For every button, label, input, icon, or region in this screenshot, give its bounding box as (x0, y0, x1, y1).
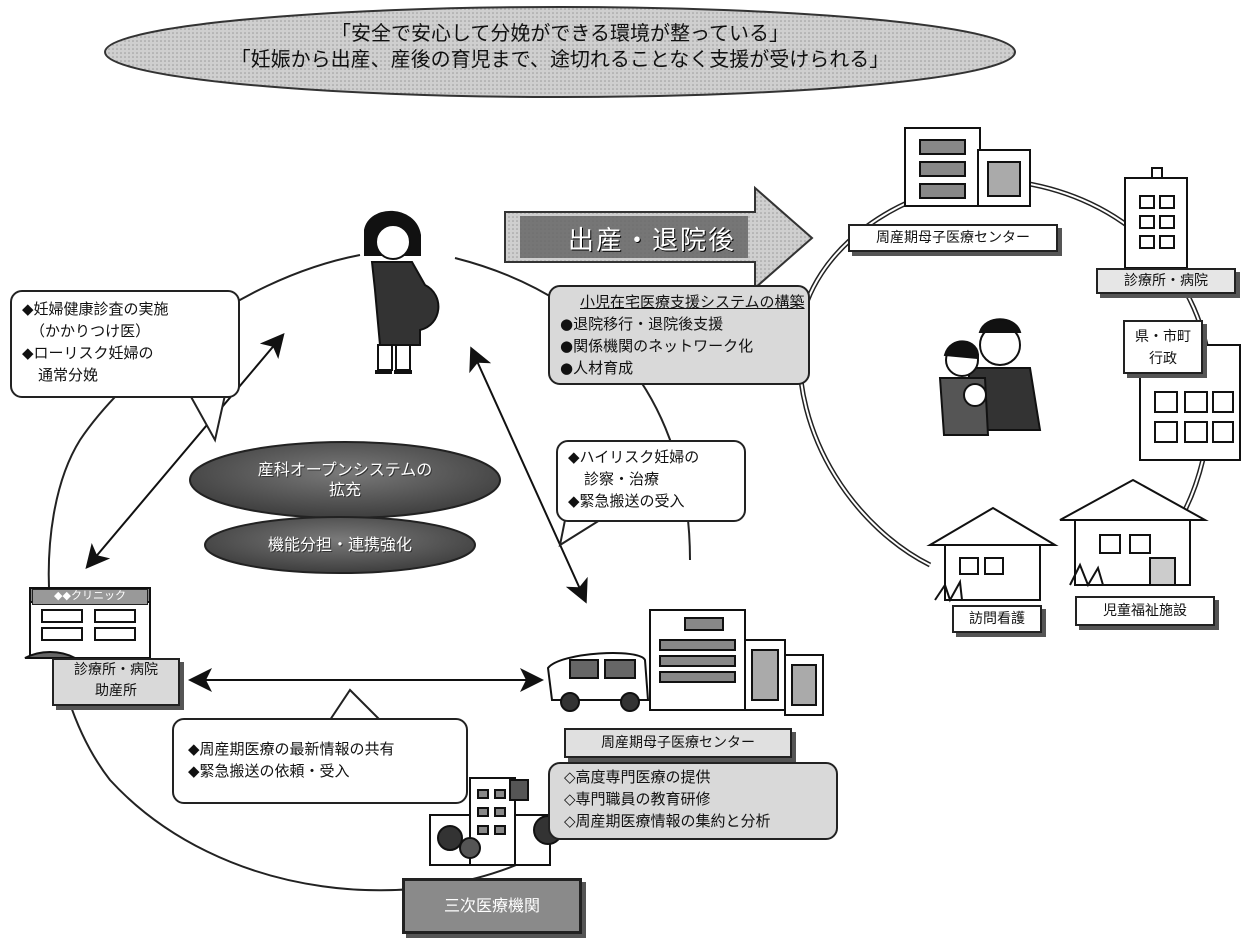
perinatal-center-building-icon (904, 127, 1031, 207)
label-tertiary: 三次医療機関 (402, 878, 582, 934)
callout-pregnant-item-1: ◆妊婦健康診査の実施 (22, 300, 169, 318)
pregnant-woman-icon (364, 210, 440, 374)
open-system-line-1: 産科オープンシステムの (257, 460, 433, 479)
center-services-box: ◇高度専門医療の提供 ◇専門職員の教育研修 ◇周産期医療情報の集約と分析 (548, 762, 838, 840)
label-perinatal-center-bottom: 周産期母子医療センター (564, 728, 792, 758)
label-perinatal-center-top: 周産期母子医療センター (848, 224, 1058, 252)
banner-ellipse-shape (104, 6, 1016, 98)
label-clinic-midwife-line-2: 助産所 (95, 683, 137, 699)
home-care-title: 小児在宅医療支援システムの構築 (580, 293, 805, 311)
callout-highrisk-item-1: ◆ハイリスク妊婦の (568, 448, 700, 466)
banner-line-2: 「妊娠から出産、産後の育児まで、途切れることなく支援が受けられる」 (230, 47, 890, 71)
callout-pregnant-item-4: 通常分娩 (38, 366, 99, 384)
callout-pregnant-checkup: ◆妊婦健康診査の実施 （かかりつけ医） ◆ローリスク妊婦の 通常分娩 (10, 290, 240, 398)
label-government-line-1: 県・市町 (1135, 329, 1191, 345)
banner-line-1: 「安全で安心して分娩ができる環境が整っている」 (331, 21, 789, 45)
banner-text: 「安全で安心して分娩ができる環境が整っている」 「妊娠から出産、産後の育児まで、… (150, 20, 970, 72)
ambulance-icon (546, 652, 650, 712)
home-care-item-1: ●退院移行・退院後支援 (560, 315, 724, 333)
home-care-item-3: ●人材育成 (560, 359, 634, 377)
clinic-building-icon (1124, 167, 1188, 269)
child-welfare-house-icon (1059, 478, 1209, 588)
callout-sharing-item-1: ◆周産期医療の最新情報の共有 (188, 740, 395, 758)
center-services-item-2: ◇専門職員の教育研修 (564, 790, 711, 808)
label-child-welfare: 児童福祉施設 (1075, 596, 1215, 626)
callout-pregnant-item-3: ◆ローリスク妊婦の (22, 344, 154, 362)
callout-pregnant-item-2: （かかりつけ医） (30, 322, 151, 340)
label-government: 県・市町 行政 (1123, 320, 1203, 374)
callout-highrisk-tail (558, 519, 604, 548)
label-clinic-midwife-line-1: 診療所・病院 (74, 662, 158, 678)
label-home-nursing: 訪問看護 (952, 605, 1042, 633)
open-system-line-2: 拡充 (328, 480, 361, 499)
cooperation-ellipse (204, 516, 476, 574)
arrow-mother-center (469, 346, 588, 604)
center-services-item-3: ◇周産期医療情報の集約と分析 (564, 812, 771, 830)
callout-highrisk-item-3: ◆緊急搬送の受入 (568, 492, 685, 510)
arrow-mother-clinic (85, 332, 285, 570)
cooperation-text: 機能分担・連携強化 (267, 535, 412, 554)
label-clinic-midwife: 診療所・病院 助産所 (52, 658, 180, 706)
label-clinic-hospital-right: 診療所・病院 (1096, 268, 1236, 294)
callout-highrisk-item-2: 診察・治療 (584, 470, 660, 488)
home-care-item-2: ●関係機関のネットワーク化 (560, 337, 754, 355)
callout-sharing-tail (328, 688, 383, 721)
postnatal-arrow-label: 出産・退院後 (568, 226, 737, 256)
callout-pregnant-tail (188, 394, 227, 443)
home-care-support-box: 小児在宅医療支援システムの構築 ●退院移行・退院後支援 ●関係機関のネットワーク… (548, 285, 810, 385)
bottom-center-building-icon (649, 609, 824, 716)
family-icon (938, 318, 1042, 436)
callout-sharing-item-2: ◆緊急搬送の依頼・受入 (188, 762, 350, 780)
callout-highrisk: ◆ハイリスク妊婦の 診察・治療 ◆緊急搬送の受入 (556, 440, 746, 522)
label-government-line-2: 行政 (1149, 351, 1177, 367)
open-system-text: 産科オープンシステムの 拡充 (190, 460, 500, 500)
center-services-item-1: ◇高度専門医療の提供 (564, 768, 711, 786)
home-nursing-house-icon (926, 506, 1059, 603)
callout-info-sharing: ◆周産期医療の最新情報の共有 ◆緊急搬送の依頼・受入 (172, 718, 468, 804)
label-clinic-sign: ◆◆クリニック (32, 589, 148, 605)
